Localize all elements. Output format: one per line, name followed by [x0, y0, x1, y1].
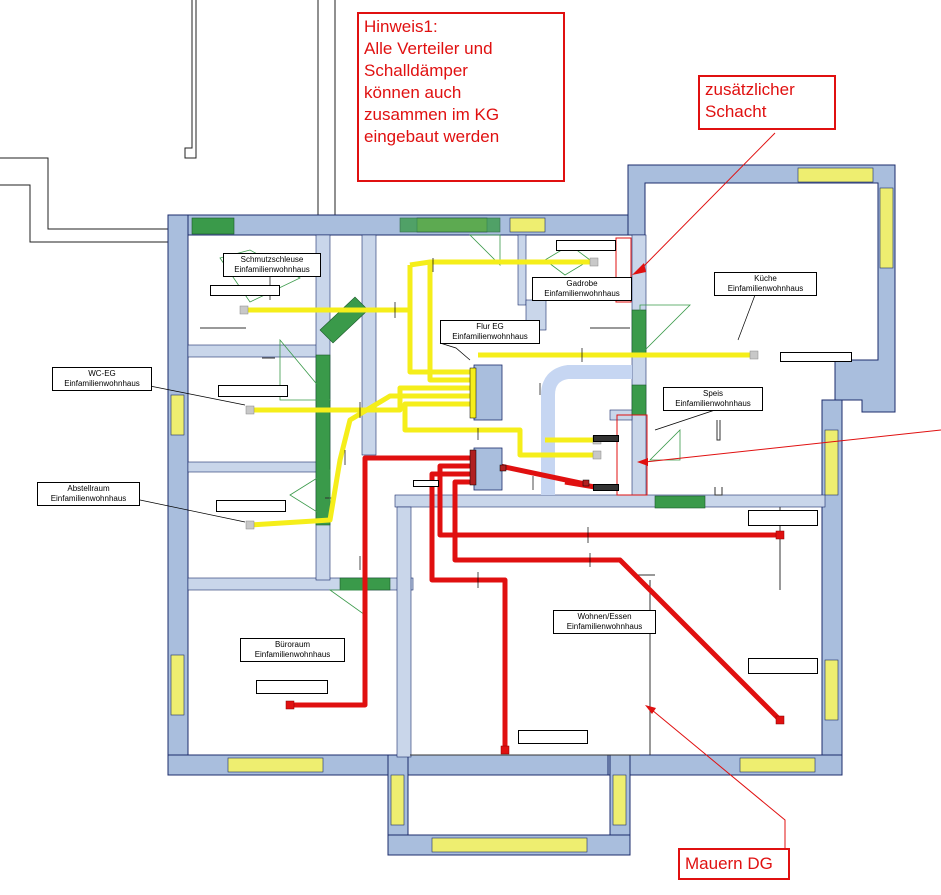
room-label-abstellraum: Abstellraum Einfamilienwohnhaus — [37, 482, 140, 506]
room-sub: Einfamilienwohnhaus — [544, 289, 620, 298]
leader-lines — [139, 275, 756, 523]
valve-tag — [413, 480, 439, 487]
valve-tag — [210, 285, 280, 296]
exhaust-terminals — [285, 530, 785, 755]
room-label-garderobe: Gadrobe Einfamilienwohnhaus — [532, 277, 632, 301]
hint-note: Hinweis1: Alle Verteiler und Schalldämpe… — [357, 12, 565, 182]
room-label-wc: WC-EG Einfamilienwohnhaus — [52, 367, 152, 391]
valve-tag — [593, 435, 619, 442]
room-sub: Einfamilienwohnhaus — [727, 284, 804, 293]
distributor — [469, 364, 590, 491]
shaft-line-2: Schacht — [705, 102, 767, 121]
room-name: Küche — [754, 274, 777, 283]
room-label-schmutzschleuse: Schmutzschleuse Einfamilienwohnhaus — [223, 253, 321, 277]
valve-tag — [593, 484, 619, 491]
room-name: WC-EG — [88, 369, 116, 378]
annotation-arrows — [615, 132, 941, 850]
room-sub: Einfamilienwohnhaus — [234, 265, 310, 274]
room-name: Gadrobe — [566, 279, 598, 288]
room-label-kueche: Küche Einfamilienwohnhaus — [714, 272, 817, 296]
room-sub: Einfamilienwohnhaus — [566, 622, 643, 631]
room-name: Büroraum — [274, 640, 311, 649]
room-sub: Einfamilienwohnhaus — [254, 650, 331, 659]
pipe-ticks — [344, 258, 591, 588]
hint-line-2: Alle Verteiler und — [364, 39, 493, 58]
hint-line-5: zusammen im KG — [364, 105, 500, 124]
valve-tag — [518, 730, 588, 744]
room-name: Abstellraum — [67, 484, 110, 493]
room-label-flur: Flur EG Einfamilienwohnhaus — [440, 320, 540, 344]
exhaust-ducts — [290, 455, 782, 750]
room-sub: Einfamilienwohnhaus — [452, 332, 528, 341]
valve-tag — [748, 658, 818, 674]
shaft-note: zusätzlicher Schacht — [698, 75, 836, 130]
room-name: Flur EG — [476, 322, 504, 331]
hint-line-6: eingebaut werden — [364, 127, 500, 146]
room-name: Schmutzschleuse — [240, 255, 304, 264]
room-name: Speis — [702, 389, 723, 398]
valve-tag — [218, 385, 288, 397]
valve-tag — [780, 352, 852, 362]
valve-tag — [556, 240, 616, 251]
room-label-wohnen: Wohnen/Essen Einfamilienwohnhaus — [553, 610, 656, 634]
valve-tag — [748, 510, 818, 526]
room-name: Wohnen/Essen — [577, 612, 632, 621]
hint-line-3: Schalldämper — [364, 61, 468, 80]
valve-tag — [256, 680, 328, 694]
room-sub: Einfamilienwohnhaus — [64, 379, 140, 388]
walls-note: Mauern DG — [678, 848, 790, 880]
room-sub: Einfamilienwohnhaus — [50, 494, 127, 503]
hint-line-1: Hinweis1: — [364, 17, 438, 36]
hint-line-4: können auch — [364, 83, 462, 102]
room-label-speis: Speis Einfamilienwohnhaus — [663, 387, 763, 411]
walls-line: Mauern DG — [685, 854, 773, 873]
supply-ducts — [248, 259, 750, 528]
arrow-heads — [632, 263, 656, 714]
context-lines — [0, 0, 336, 243]
room-label-buero: Büroraum Einfamilienwohnhaus — [240, 638, 345, 662]
shaft-line-1: zusätzlicher — [705, 80, 795, 99]
valve-tag — [216, 500, 286, 512]
doors — [200, 327, 781, 756]
room-sub: Einfamilienwohnhaus — [675, 399, 751, 408]
green-shafts — [191, 217, 706, 591]
duct-chase — [541, 365, 632, 495]
